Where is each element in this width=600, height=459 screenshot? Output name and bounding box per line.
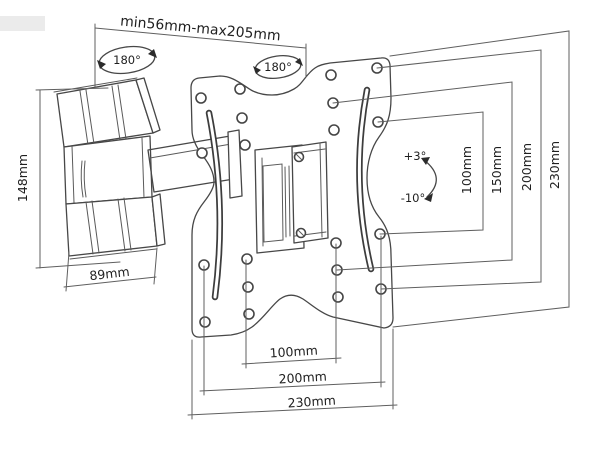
dim-ext-bottom [35,261,121,269]
dim-bracket [376,49,542,290]
vesa-horizontal-230-label: 230mm [287,393,336,411]
dim-ext-left [65,251,70,292]
tilt-head-center-slot [284,165,291,238]
swivel-arrowhead [253,66,261,74]
dimension-vesa-vertical-100: 100mm [377,111,484,235]
tilt-arrowhead-up [421,157,430,165]
vesa-vertical-200-label: 200mm [519,143,534,191]
dim-ext-top [35,87,109,91]
hole [332,291,344,303]
extension-range-label: min56mm-max205mm [119,13,281,44]
wall-bracket-middle-block [63,135,153,205]
swivel-right-annotation: 180° [253,54,303,80]
screw-slash [295,153,303,161]
plate-slots [205,86,375,301]
tilt-angle-annotation: +3° -10° [401,149,437,205]
tilt-arrowhead-down [424,193,433,202]
vesa-horizontal-100-label: 100mm [269,343,318,361]
hole [234,83,246,95]
arm-end-connector [227,129,243,199]
dimension-vesa-vertical-230: 230mm [389,30,570,328]
hole [242,281,254,293]
dimension-vesa-vertical-150: 150mm [332,81,513,271]
tilt-head-recess [262,163,284,243]
left-slot-core [207,111,222,299]
wall-plate-width-label: 89mm [89,264,131,283]
hole [236,112,248,124]
screw-slash [297,229,305,237]
dim-lines [187,328,398,420]
wall-bracket-bottom-edge [69,248,157,260]
dimension-vesa-horizontal-100: 100mm [241,243,342,369]
vesa-holes [195,62,387,328]
wall-bracket-top-panel-lines [79,84,127,146]
arm-inner-line [149,142,238,159]
hole [325,69,337,81]
wall-bracket [53,77,166,260]
vesa-horizontal-200-label: 200mm [278,369,327,387]
dimension-wall-plate-width: 89mm [63,247,158,292]
tilt-head-back-line [261,157,264,247]
dimension-wall-plate-height: 148mm [15,87,121,269]
swivel-left-label: 180° [113,53,141,67]
tilt-up-label: +3° [404,149,427,163]
dim-lines [199,235,386,396]
dim-ext-right [153,247,158,285]
dimension-extension-range: min56mm-max205mm [94,13,307,88]
wall-bracket-top-side [135,77,161,134]
hole [239,139,251,151]
swivel-arrowhead [97,60,106,69]
hole [195,92,207,104]
hole [241,253,253,265]
dim-line [94,27,307,49]
wall-bracket-bottom-panel-lines [85,197,132,255]
tilt-down-label: -10° [401,191,426,205]
tilt-head [254,141,329,254]
wall-bracket-bottom-side [151,193,166,247]
dimension-vesa-vertical-200: 200mm [376,49,542,290]
swivel-arrowhead [148,49,157,58]
corner-watermark-patch [0,16,45,31]
swivel-right-label: 180° [264,60,292,74]
vesa-vertical-150-label: 150mm [489,146,504,194]
swivel-arrowhead [295,58,303,66]
dim-lines [241,243,342,369]
dim-bracket [377,111,484,235]
dim-bracket [389,30,570,328]
wall-plate-height-label: 148mm [15,154,30,202]
tilt-head-front-plate [291,141,329,244]
vesa-vertical-100-label: 100mm [459,146,474,194]
hole [199,316,211,328]
tilt-arc [423,159,437,198]
hole [196,147,208,159]
dim-line [63,276,157,288]
wall-bracket-pivot-slot [80,160,87,198]
vesa-vertical-230-label: 230mm [547,141,562,189]
dimension-vesa-horizontal-230: 230mm [187,328,398,420]
right-slot-core [357,88,373,271]
dim-bracket [332,81,513,271]
mount-arm [147,129,243,199]
wall-bracket-bottom-block [65,196,158,257]
wall-bracket-middle-panel-lines [71,137,145,204]
dimension-vesa-horizontal-200: 200mm [199,235,386,396]
hole [328,124,340,136]
tilt-head-back-plate [254,144,305,254]
swivel-left-annotation: 180° [97,45,157,75]
